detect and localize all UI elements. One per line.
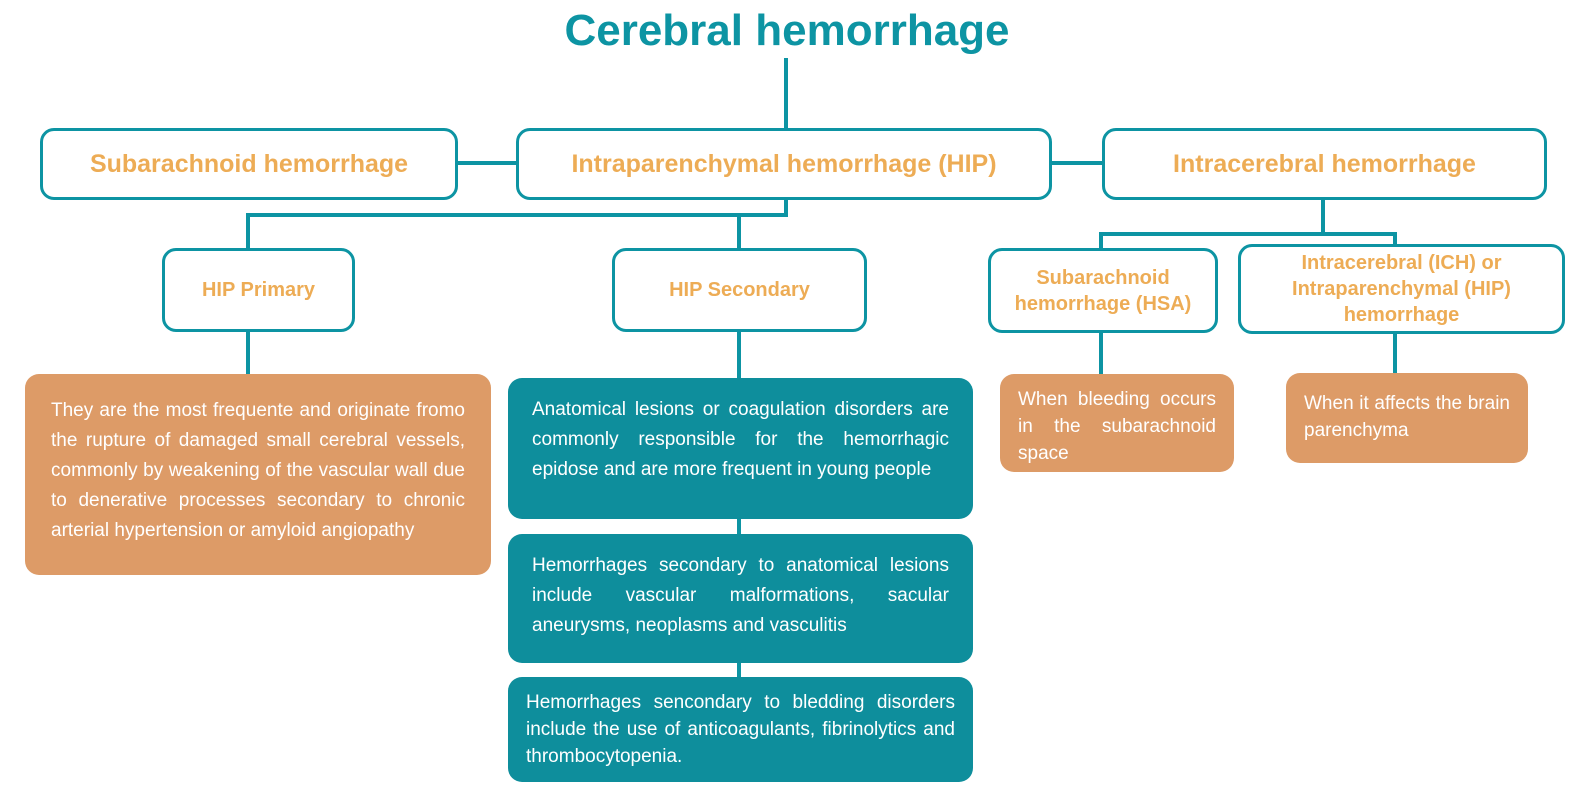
connector-hip-secondary-to-desc1 (737, 332, 741, 378)
connector-ich-to-desc (1393, 334, 1397, 373)
card-hip-secondary-description-1: Anatomical lesions or coagulation disord… (508, 378, 973, 519)
connector-to-hip-secondary (737, 213, 741, 248)
node-intraparenchymal-hemorrhage: Intraparenchymal hemorrhage (HIP) (516, 128, 1052, 200)
node-hip-primary: HIP Primary (162, 248, 355, 332)
node-intraparenchymal-hemorrhage-label: Intraparenchymal hemorrhage (HIP) (571, 149, 997, 178)
node-subarachnoid-hsa-label: Subarachnoid hemorrhage (HSA) (1014, 266, 1192, 315)
node-hip-secondary: HIP Secondary (612, 248, 867, 332)
node-intracerebral-hemorrhage: Intracerebral hemorrhage (1102, 128, 1547, 200)
node-hip-primary-label: HIP Primary (201, 279, 316, 301)
connector-to-hsa (1099, 232, 1103, 248)
connector-hip-primary-to-desc (246, 332, 250, 374)
card-hip-secondary-description-2: Hemorrhages secondary to anatomical lesi… (508, 534, 973, 663)
card-hsa-description-text: When bleeding occurs in the subarachnoid… (1018, 389, 1216, 464)
node-hip-secondary-label: HIP Secondary (669, 279, 810, 301)
card-ich-description-text: When it affects the brain parenchyma (1304, 393, 1510, 441)
connector-intraparenchymal-drop (784, 200, 788, 217)
card-hip-secondary-description-2-text: Hemorrhages secondary to anatomical lesi… (532, 555, 949, 636)
connector-title-to-intraparenchymal (784, 58, 788, 128)
connector-intracerebral-drop (1321, 200, 1325, 236)
card-ich-description: When it affects the brain parenchyma (1286, 373, 1528, 463)
card-hip-secondary-description-1-text: Anatomical lesions or coagulation disord… (532, 399, 949, 480)
card-hip-primary-description: They are the most frequente and originat… (25, 374, 491, 575)
node-intracerebral-ich-hip-label: Intracerebral (ICH) or Intraparenchymal … (1292, 252, 1511, 326)
card-hip-primary-description-text: They are the most frequente and originat… (51, 400, 465, 541)
card-hip-secondary-description-3-text: Hemorrhages sencondary to bledding disor… (526, 692, 955, 767)
connector-desc1-to-desc2 (737, 519, 741, 534)
connector-hsa-to-desc (1099, 333, 1103, 374)
node-intracerebral-hemorrhage-label: Intracerebral hemorrhage (1173, 149, 1476, 178)
connector-subarachnoid-to-intraparenchymal (458, 161, 518, 165)
connector-right-rail (1099, 232, 1397, 236)
connector-left-rail (246, 213, 788, 217)
connector-intraparenchymal-to-intracerebral (1050, 161, 1104, 165)
connector-to-ich-hip (1393, 232, 1397, 248)
node-subarachnoid-hemorrhage-label: Subarachnoid hemorrhage (89, 149, 409, 178)
connector-to-hip-primary (246, 213, 250, 248)
node-subarachnoid-hsa: Subarachnoid hemorrhage (HSA) (988, 248, 1218, 333)
connector-desc2-to-desc3 (737, 663, 741, 677)
card-hsa-description: When bleeding occurs in the subarachnoid… (1000, 374, 1234, 472)
card-hip-secondary-description-3: Hemorrhages sencondary to bledding disor… (508, 677, 973, 782)
diagram-title: Cerebral hemorrhage (564, 6, 1010, 55)
node-intracerebral-ich-hip: Intracerebral (ICH) or Intraparenchymal … (1238, 244, 1565, 334)
node-subarachnoid-hemorrhage: Subarachnoid hemorrhage (40, 128, 458, 200)
